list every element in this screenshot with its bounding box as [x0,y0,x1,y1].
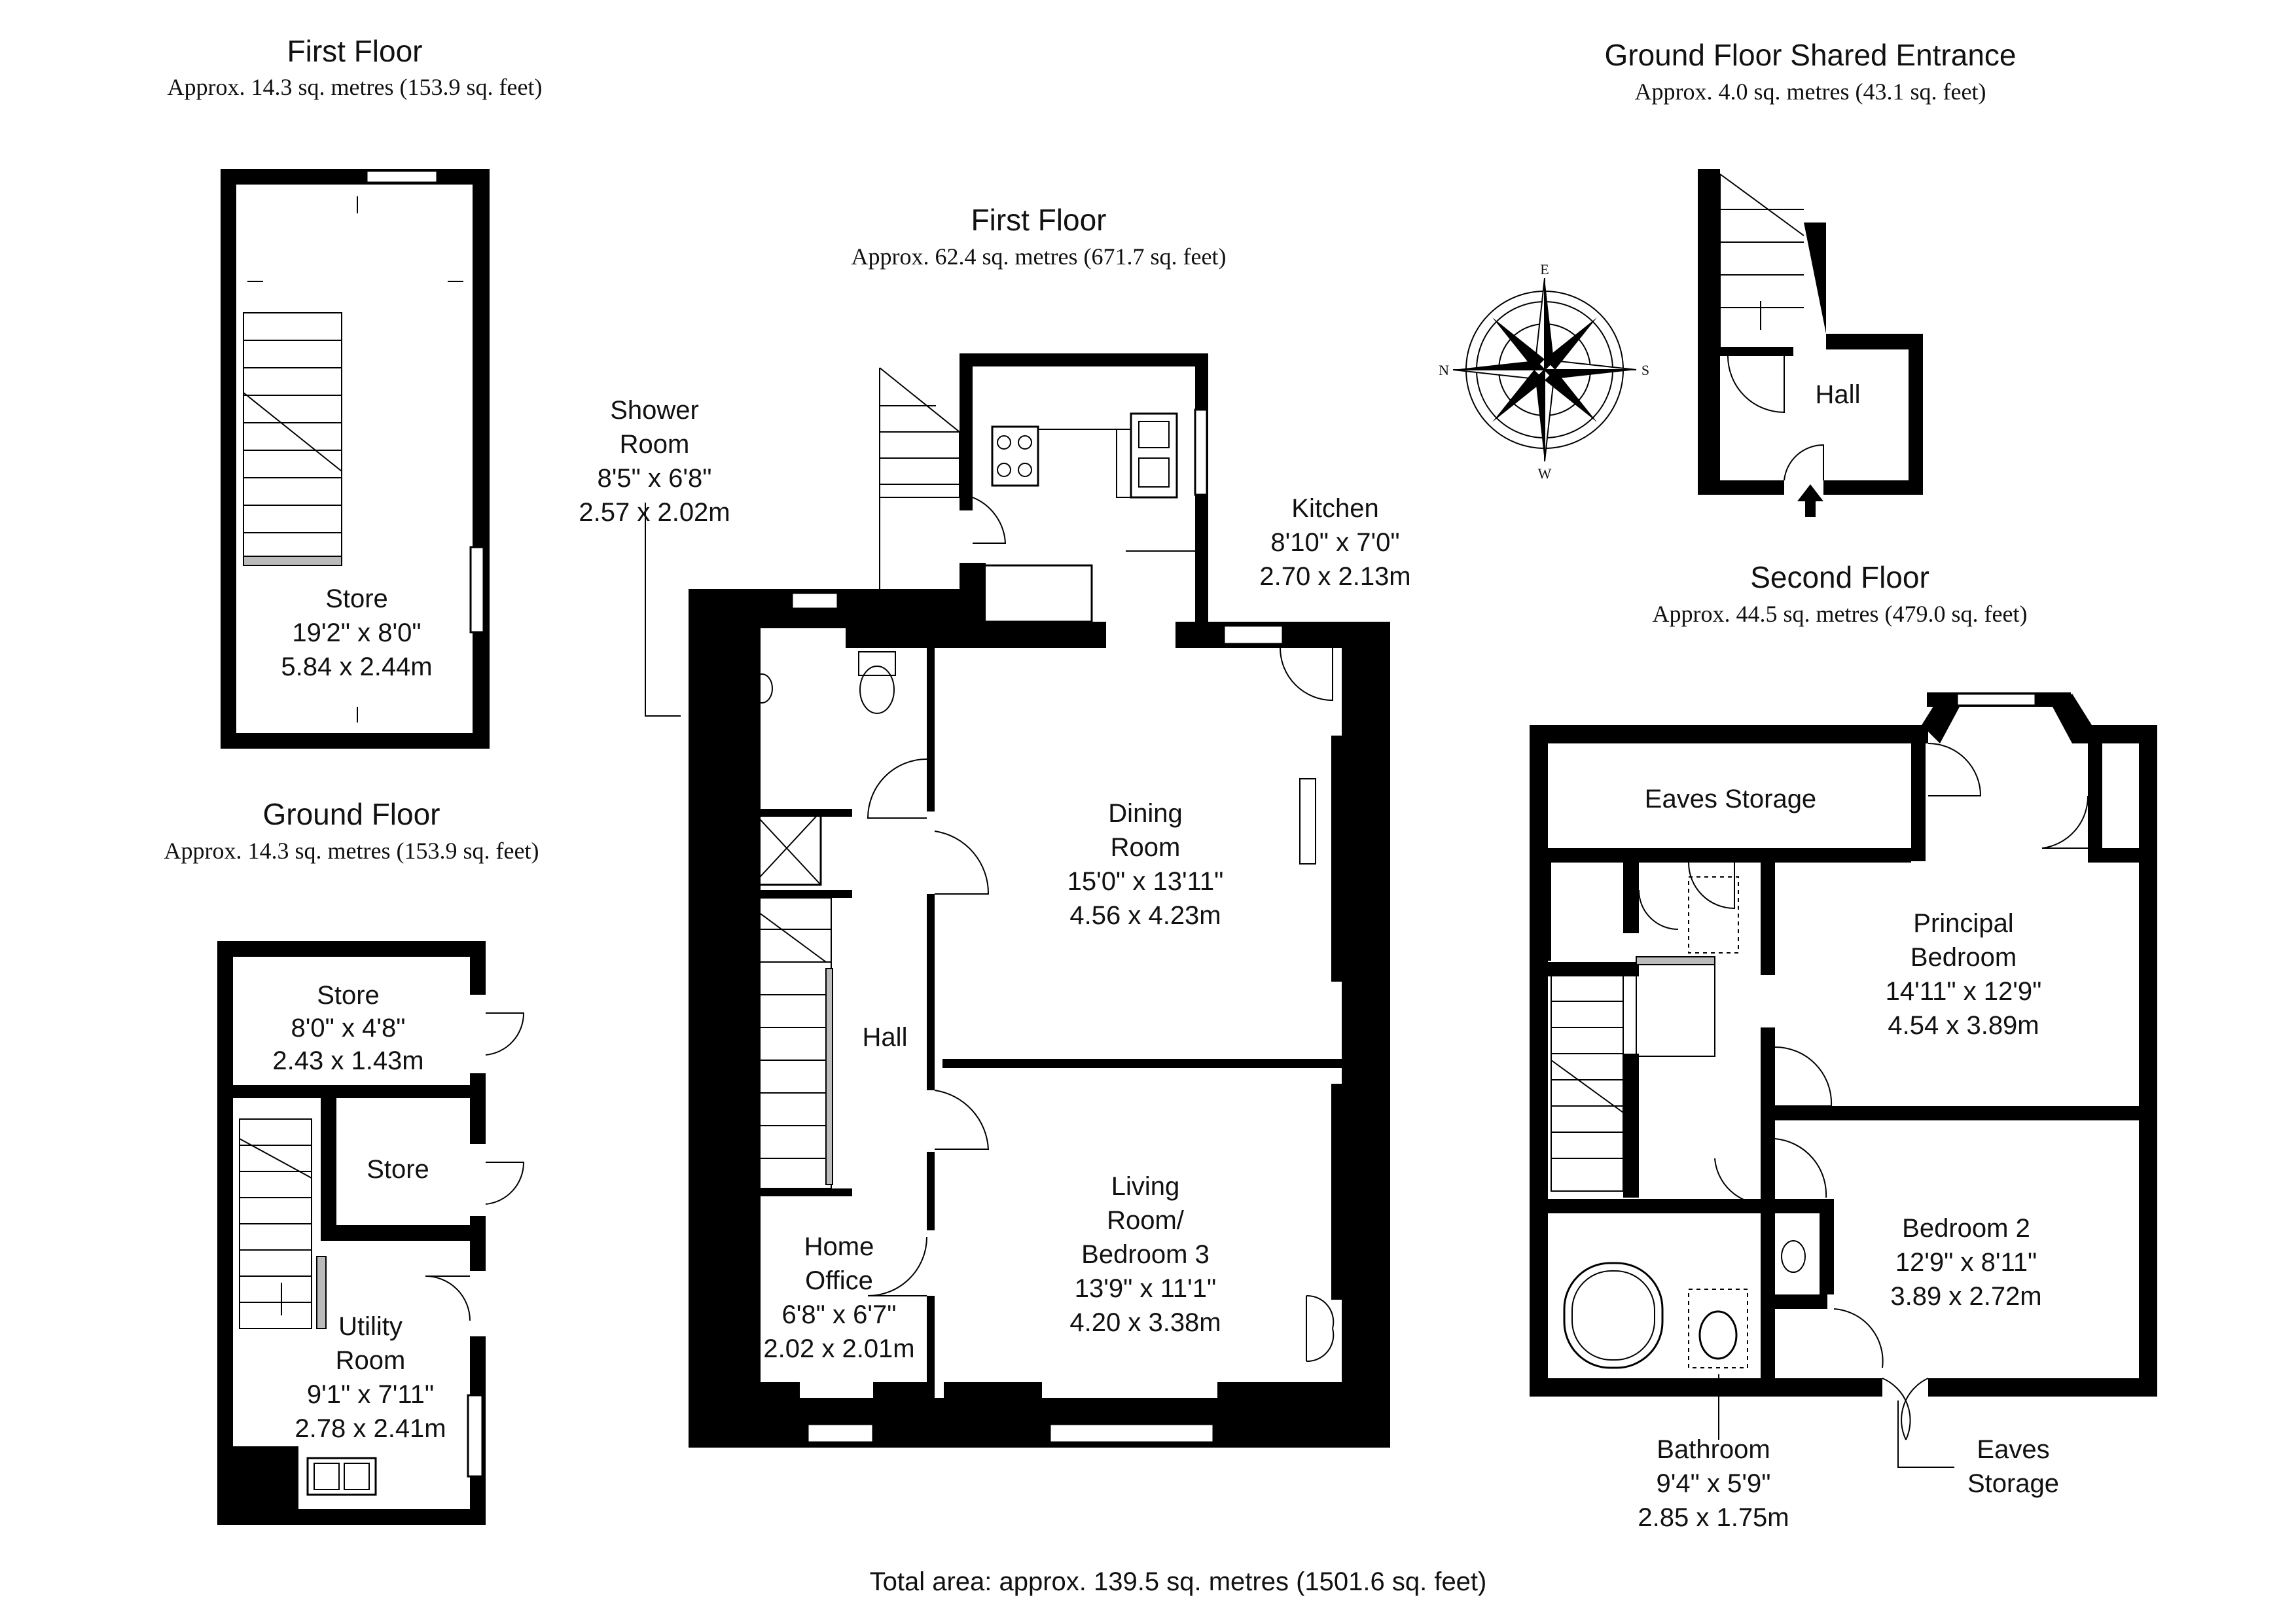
hall-first-name: Hall [863,1023,908,1052]
bathroom-imperial: 9'4" x 5'9" [1657,1469,1771,1498]
kitchen-imperial: 8'10" x 7'0" [1270,528,1399,557]
store-first-imperial: 19'2" x 8'0" [292,618,421,647]
office-imperial: 6'8" x 6'7" [782,1300,897,1329]
bathroom-metric: 2.85 x 1.75m [1638,1503,1789,1532]
principal-metric: 4.54 x 3.89m [1888,1011,2039,1040]
eaves-bottom-name-2: Storage [1967,1469,2059,1498]
first-floor-store-area: Approx. 14.3 sq. metres (153.9 sq. feet) [168,74,543,100]
kitchen-name: Kitchen [1291,494,1378,523]
utility-name-2: Room [336,1346,406,1375]
utility-name-1: Utility [338,1312,403,1341]
shared-entrance-plan: Ground Floor Shared Entrance Approx. 4.0… [1604,38,2017,517]
dining-name-1: Dining [1108,799,1182,828]
compass-n: N [1439,362,1449,378]
second-floor-title: Second Floor [1750,560,1929,594]
shower-name-2: Room [620,430,690,459]
compass-e: E [1540,261,1549,277]
office-metric: 2.02 x 2.01m [763,1334,914,1363]
principal-name-1: Principal [1913,909,2013,938]
utility-metric: 2.78 x 2.41m [295,1414,446,1443]
living-name-1: Living [1111,1172,1180,1201]
dining-metric: 4.56 x 4.23m [1069,901,1221,930]
first-floor-main-area: Approx. 62.4 sq. metres (671.7 sq. feet) [852,243,1227,270]
eaves-bottom-name-1: Eaves [1977,1435,2049,1464]
compass-rose: E W N S [1439,261,1649,482]
first-floor-main-plan: First Floor Approx. 62.4 sq. metres (671… [579,203,1411,1448]
utility-imperial: 9'1" x 7'11" [307,1380,434,1409]
compass-s: S [1641,362,1649,378]
dining-name-2: Room [1111,833,1181,862]
second-floor-plan: Second Floor Approx. 44.5 sq. metres (47… [1530,560,2157,1532]
entrance-title: Ground Floor Shared Entrance [1604,38,2016,72]
store-ground-imperial: 8'0" x 4'8" [291,1014,406,1043]
ground-floor-area: Approx. 14.3 sq. metres (153.9 sq. feet) [164,838,539,864]
bathroom-name: Bathroom [1657,1435,1770,1464]
bedroom2-imperial: 12'9" x 8'11" [1895,1248,2037,1277]
ground-floor-title: Ground Floor [262,797,440,831]
store-small-name: Store [367,1155,429,1184]
shower-metric: 2.57 x 2.02m [579,498,730,527]
store-first-metric: 5.84 x 2.44m [281,652,432,681]
principal-name-2: Bedroom [1910,943,2017,972]
eaves-top-name: Eaves Storage [1645,785,1816,813]
office-name-2: Office [805,1266,873,1295]
first-floor-store-title: First Floor [287,34,423,68]
living-metric: 4.20 x 3.38m [1069,1308,1221,1337]
second-floor-area: Approx. 44.5 sq. metres (479.0 sq. feet) [1653,601,2028,627]
office-name-1: Home [804,1232,874,1261]
compass-w: W [1538,465,1552,482]
first-floor-store-plan: First Floor Approx. 14.3 sq. metres (153… [168,34,543,749]
entrance-area: Approx. 4.0 sq. metres (43.1 sq. feet) [1635,79,1986,105]
total-area: Total area: approx. 139.5 sq. metres (15… [870,1567,1487,1596]
hall-entrance-name: Hall [1816,380,1861,409]
bedroom2-metric: 3.89 x 2.72m [1890,1282,2041,1311]
living-name-3: Bedroom 3 [1081,1240,1210,1269]
ground-floor-plan: Ground Floor Approx. 14.3 sq. metres (15… [164,797,539,1525]
living-imperial: 13'9" x 11'1" [1075,1274,1216,1303]
dining-imperial: 15'0" x 13'11" [1067,867,1224,896]
bedroom2-name: Bedroom 2 [1902,1214,2030,1243]
store-first-name: Store [325,584,388,613]
shower-imperial: 8'5" x 6'8" [598,464,712,493]
principal-imperial: 14'11" x 12'9" [1886,977,2042,1006]
shower-name-1: Shower [610,396,699,425]
store-ground-name: Store [317,981,380,1010]
kitchen-metric: 2.70 x 2.13m [1259,562,1410,591]
store-ground-metric: 2.43 x 1.43m [272,1046,423,1075]
living-name-2: Room/ [1107,1206,1185,1235]
first-floor-main-title: First Floor [971,203,1107,237]
